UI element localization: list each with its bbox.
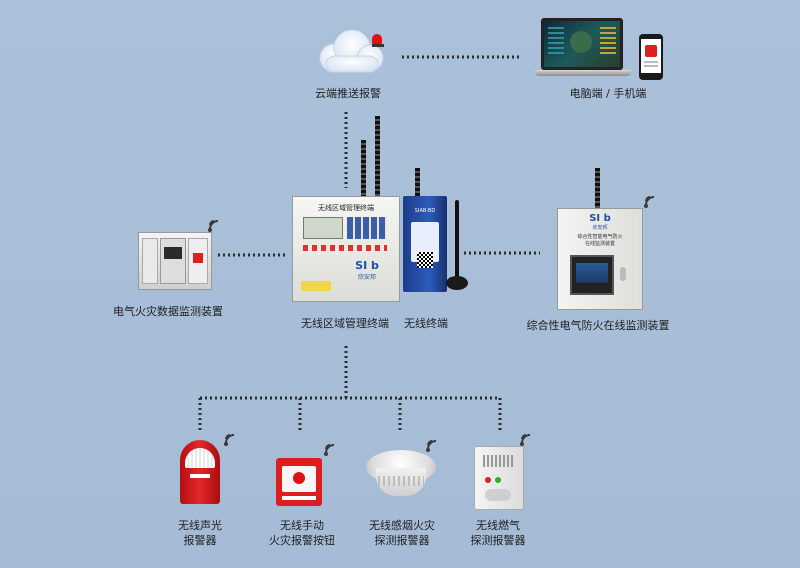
wifi-signal-icon xyxy=(208,220,219,232)
wireless-external-antenna xyxy=(446,200,468,292)
terminal-keypad xyxy=(347,217,387,239)
terminal-logo: SI b 欣安邦 xyxy=(355,259,379,281)
wifi-signal-icon xyxy=(426,440,437,452)
terminal-screen xyxy=(303,217,343,239)
wifi-signal-icon xyxy=(520,434,531,446)
wifi-signal-icon xyxy=(324,444,335,456)
wifi-signal-icon xyxy=(224,434,235,446)
manual-call-point-label: 无线手动火灾报警按钮 xyxy=(269,519,335,547)
smoke-detector-device xyxy=(366,450,436,504)
terminal-antenna-left xyxy=(361,140,366,198)
wifi-signal-icon xyxy=(644,196,655,208)
electrical-fire-monitor-label: 电气火灾数据监测装置 xyxy=(113,305,223,318)
integrated-antenna xyxy=(595,168,600,210)
terminal-panel-title: 无线区域管理终端 xyxy=(318,204,374,212)
area-management-terminal-label: 无线区域管理终端 xyxy=(301,317,389,330)
wireless-terminal-label: 无线终端 xyxy=(404,317,448,330)
gas-detector-label: 无线燃气探测报警器 xyxy=(470,519,526,547)
electrical-fire-monitor-device xyxy=(138,232,212,290)
cloud-icon xyxy=(310,26,392,76)
laptop-icon xyxy=(535,18,631,82)
integrated-lock xyxy=(620,267,626,281)
integrated-monitor-label: 综合性电气防火在线监测装置 xyxy=(526,319,670,332)
sound-light-alarm-device xyxy=(180,440,220,504)
terminal-antenna-right xyxy=(375,116,380,198)
integrated-display xyxy=(570,255,614,295)
terminal-led-row xyxy=(303,245,387,251)
integrated-panel-text-2: 在线监测装置 xyxy=(584,241,615,247)
cloud-label: 云端推送报警 xyxy=(315,87,381,100)
wireless-antenna-top xyxy=(415,168,420,198)
manual-call-point-device xyxy=(276,458,322,506)
integrated-logo: SI b 欣安邦 xyxy=(589,213,611,231)
area-management-terminal-device: 无线区域管理终端 SI b 欣安邦 xyxy=(292,196,400,302)
alarm-light-icon xyxy=(372,34,384,48)
wireless-model-label: SIAB-BD xyxy=(414,208,436,214)
integrated-panel-text-1: 综合性智能电气防火 xyxy=(577,234,623,240)
smoke-detector-label: 无线感烟火灾探测报警器 xyxy=(369,519,435,547)
gas-detector-device xyxy=(474,446,524,510)
sound-light-alarm-label: 无线声光报警器 xyxy=(178,519,222,547)
integrated-monitor-device: SI b 欣安邦 综合性智能电气防火 在线监测装置 xyxy=(557,208,643,310)
pc-phone-label: 电脑端 / 手机端 xyxy=(569,87,647,100)
wireless-terminal-device: SIAB-BD xyxy=(403,196,447,292)
phone-icon xyxy=(639,34,663,80)
terminal-warning-label xyxy=(301,281,331,291)
